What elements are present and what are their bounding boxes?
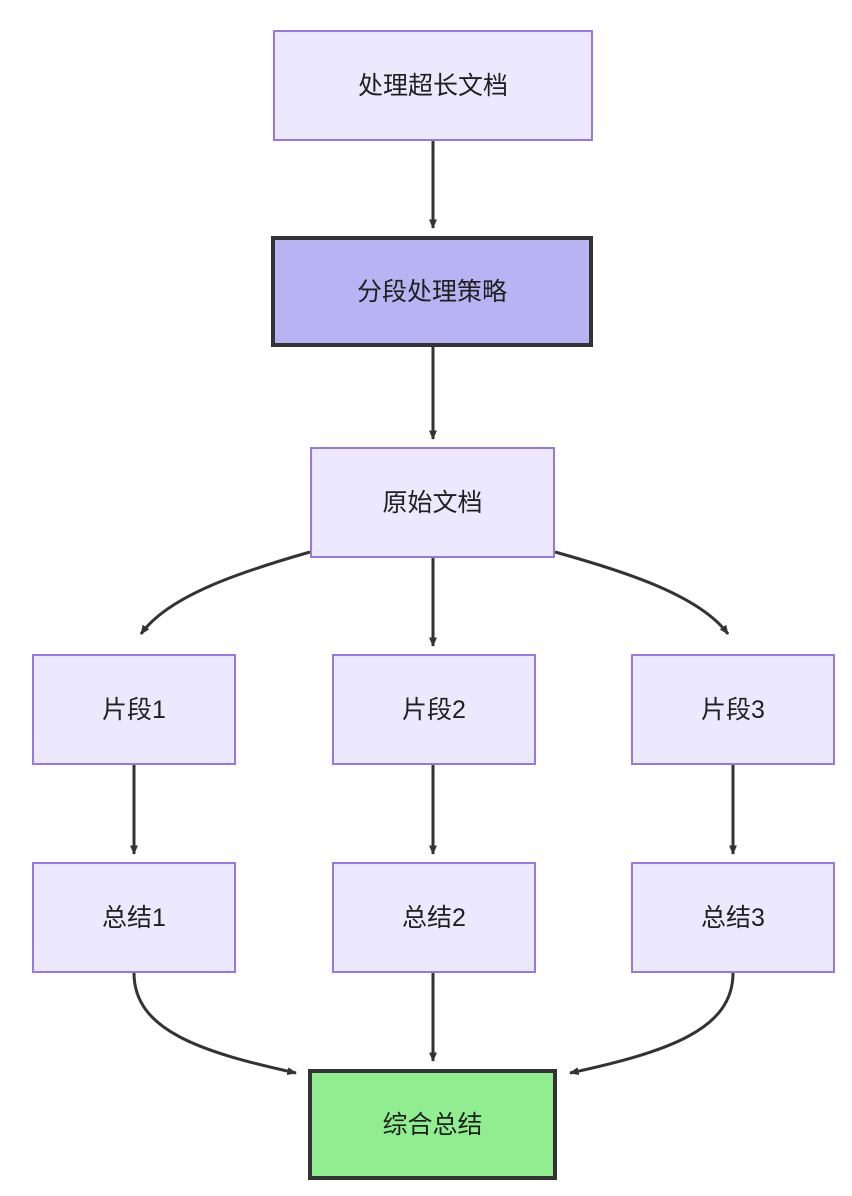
node-label: 总结1: [102, 903, 166, 932]
node-label: 处理超长文档: [357, 71, 508, 100]
node-summary-2[interactable]: 总结2: [332, 862, 536, 973]
edge-source-doc-to-fragment-3: [554, 550, 730, 635]
node-label: 总结3: [701, 903, 765, 932]
node-fragment-1[interactable]: 片段1: [32, 654, 236, 765]
node-source-doc[interactable]: 原始文档: [310, 447, 555, 558]
node-label: 片段1: [102, 695, 166, 724]
node-label: 综合总结: [382, 1110, 483, 1139]
node-fragment-2[interactable]: 片段2: [332, 654, 536, 765]
edge-source-doc-to-fragment-1: [139, 550, 311, 635]
node-label: 分段处理策略: [356, 277, 507, 306]
node-summary-3[interactable]: 总结3: [631, 862, 835, 973]
node-fragment-3[interactable]: 片段3: [631, 654, 835, 765]
node-chunk-strategy[interactable]: 分段处理策略: [271, 236, 593, 347]
edge-summary-3-to-final-summary: [569, 972, 735, 1076]
node-final-summary[interactable]: 综合总结: [308, 1069, 557, 1180]
node-label: 片段2: [402, 695, 466, 724]
node-long-doc[interactable]: 处理超长文档: [273, 30, 593, 141]
node-label: 总结2: [402, 903, 466, 932]
edge-summary-1-to-final-summary: [132, 972, 297, 1076]
node-summary-1[interactable]: 总结1: [32, 862, 236, 973]
node-label: 片段3: [701, 695, 765, 724]
node-label: 原始文档: [382, 488, 483, 517]
